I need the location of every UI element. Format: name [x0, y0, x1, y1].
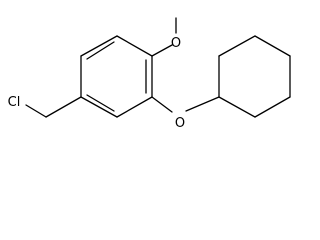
ring-bond — [80, 96, 118, 118]
chloromethyl-bond — [25, 104, 47, 118]
benzyl-bond — [45, 96, 82, 118]
ring-bond — [254, 35, 291, 57]
ring-bond — [80, 35, 118, 57]
ring-double-bond — [86, 41, 115, 60]
methoxy-oxygen-label: O — [171, 36, 181, 51]
ether-bond — [151, 96, 173, 113]
chemical-structure: O O Cl — [8, 17, 291, 131]
ether-cyclohexyl-bond — [185, 96, 220, 112]
ring-bond — [116, 96, 153, 118]
cyclohexane-ring — [218, 35, 291, 118]
ring-double-bond — [86, 94, 115, 112]
ring-bond — [218, 96, 256, 118]
ring-bond — [218, 35, 256, 57]
methoxy-bond — [151, 44, 173, 57]
ring-bond — [254, 96, 291, 118]
ether-oxygen-label: O — [175, 116, 185, 131]
ring-bond — [116, 35, 153, 57]
chlorine-label: Cl — [8, 95, 21, 110]
benzene-ring — [80, 35, 153, 118]
